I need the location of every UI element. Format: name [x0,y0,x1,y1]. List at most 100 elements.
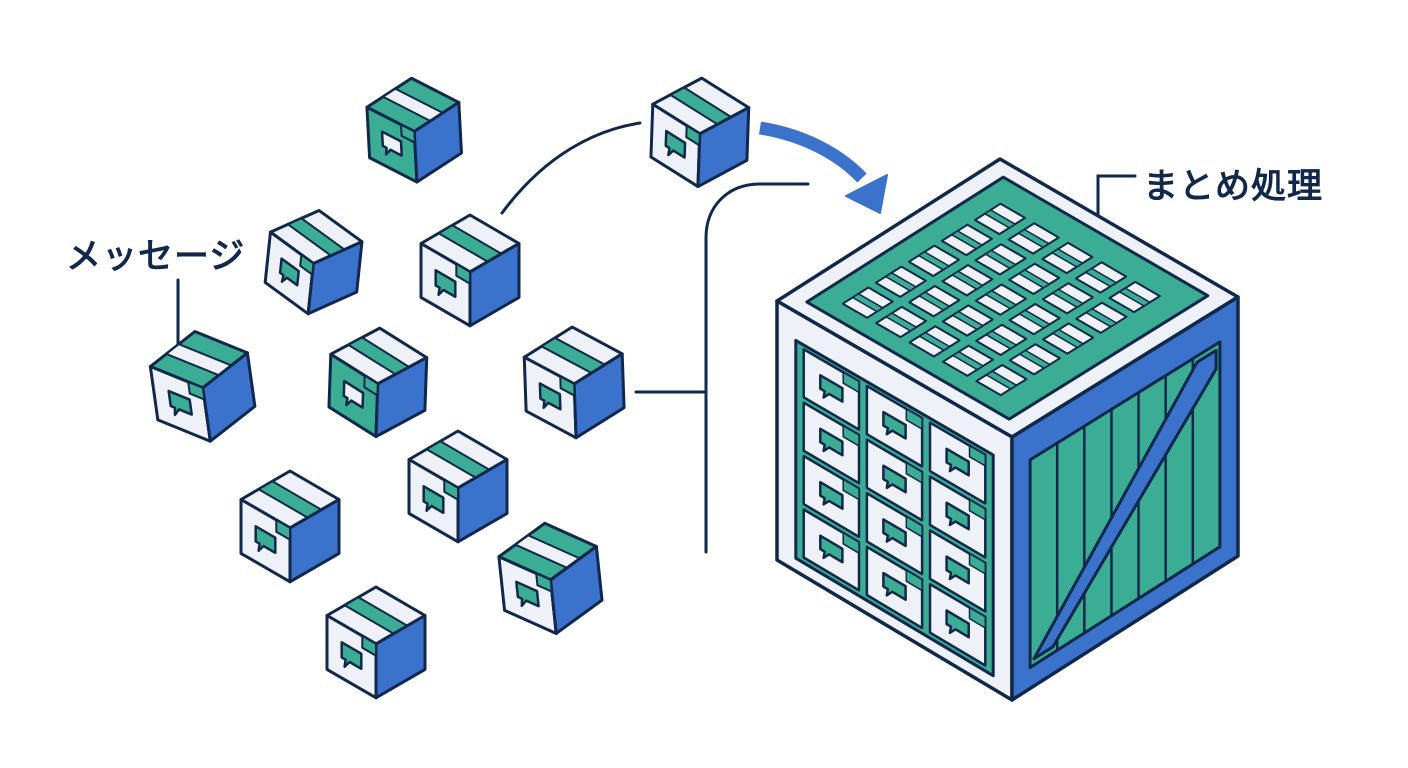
packed-box-flap [905,569,923,592]
chat-bubble-icon [515,580,540,608]
packed-box-tape [885,312,918,332]
packed-box-flap [968,498,987,521]
packed-box-tape [918,291,951,311]
collector-line [704,182,810,554]
packed-box-tape [917,251,950,271]
box-side [456,458,509,544]
packed-box-tape [985,330,1018,350]
box-side [468,242,521,328]
packed-box-tape [1018,349,1051,369]
packed-box-flap [905,515,923,538]
box-tape-flap [443,478,459,501]
chat-bubble-icon [945,609,970,639]
chat-bubble-icon [882,410,907,440]
packed-box-tape [1051,248,1084,268]
box-tape-flap [455,262,471,285]
packed-box-flap [968,552,987,575]
packed-box-tape [984,209,1016,229]
chat-bubble-icon [340,641,363,671]
box-side [549,545,604,635]
packed-box-tape [1018,269,1051,289]
box-side [288,498,341,584]
batch-processing-label: まとめ処理 [1143,167,1324,207]
chat-bubble-icon [945,501,970,531]
box-tape-flap [559,375,576,397]
chat-bubble-icon [422,485,445,515]
message-box-icon [263,208,364,316]
box-side [201,351,257,443]
box-side [306,240,364,316]
message-box-icon [327,326,429,439]
message-box-icon [419,213,521,328]
chat-bubble-icon [882,571,907,601]
packed-box-tape [985,370,1018,390]
packed-box-flap [842,371,860,394]
box-tape-flap [275,518,291,541]
chat-bubble-icon [945,555,970,585]
message-box-icon [649,76,751,189]
packed-box-tape [1018,309,1051,329]
crate-icon [775,157,1240,702]
message-box-icon [522,325,626,440]
message-box-icon [325,585,427,700]
chat-bubble-icon [538,382,562,411]
packed-box-flap [968,444,987,467]
box-side [696,106,751,189]
batch-leader-line [1096,174,1137,228]
box-side [374,356,429,439]
packed-box-tape [984,249,1017,270]
packed-box-tape [985,289,1017,310]
chat-bubble-icon [434,269,457,299]
message-box-icon [407,429,509,544]
message-box-icon [148,329,257,443]
chat-bubble-icon [254,525,277,555]
packed-box-tape [952,351,984,371]
chat-bubble-icon [819,480,844,510]
box-tape-flap [535,572,553,593]
box-tape-flap [187,380,206,401]
box-tape-flap [361,634,377,657]
box-tape-flap [400,123,416,144]
crate-diagonal-brace [1032,348,1218,661]
packed-box-tape [950,230,983,250]
packed-box-flap [842,478,860,501]
packed-box-tape [1085,267,1117,288]
chat-bubble-icon [945,447,970,477]
chat-bubble-icon [342,379,365,409]
packed-box-tape [1051,288,1084,308]
connector-line [500,121,642,215]
packed-box-tape [918,331,951,352]
box-side [572,352,626,440]
chat-bubble-icon [819,374,844,403]
chat-bubble-icon [380,130,403,157]
packed-box-flap [905,408,923,430]
arrow-head-icon [845,174,888,214]
chat-bubble-icon [819,427,844,457]
box-tape-flap [299,253,315,276]
packed-box-tape [951,270,984,290]
message-box-icon [365,76,463,184]
chat-bubble-icon [664,129,687,159]
box-side [412,100,463,184]
packed-box-tape [1052,328,1084,349]
chat-bubble-icon [167,389,193,417]
packed-box-tape [1085,308,1118,328]
message-box-icon [497,521,604,635]
packed-box-tape [1017,228,1050,249]
message-box-icon [239,469,341,584]
box-side [374,614,427,700]
arrow-icon [758,121,867,183]
packed-box-tape [884,272,917,292]
chat-bubble-icon [819,534,844,564]
packed-box-tape [851,293,884,313]
messages-label: メッセージ [66,237,246,277]
box-tape-flap [363,374,379,397]
chat-bubble-icon [278,257,300,287]
packed-box-flap [905,461,923,484]
packed-box-flap [968,606,987,629]
packed-box-flap [842,425,860,447]
chat-bubble-icon [882,464,907,494]
packed-box-flap [842,532,860,554]
chat-bubble-icon [882,518,907,548]
